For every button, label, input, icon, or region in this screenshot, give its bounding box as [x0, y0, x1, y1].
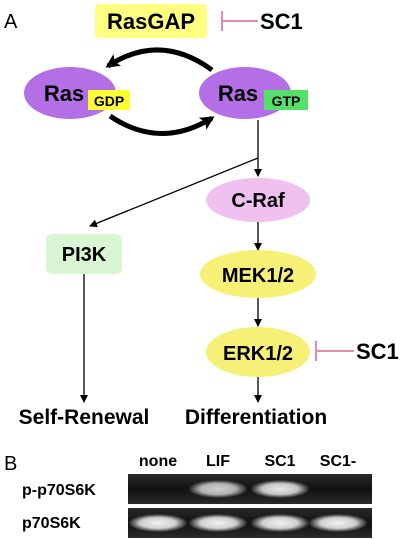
blot-band	[250, 480, 310, 498]
craf-ellipse	[206, 178, 310, 222]
blot-band	[188, 480, 248, 498]
cycle-arrow-bottom	[108, 113, 215, 136]
erk-ellipse	[206, 327, 310, 377]
outcome-self-renewal: Self-Renewal	[19, 406, 150, 429]
ras-gdp-label: Ras	[44, 81, 84, 106]
lane-label: none	[139, 453, 177, 470]
pi3k-box	[46, 234, 122, 274]
mek-label: MEK1/2	[222, 265, 294, 287]
blot-band	[308, 514, 368, 532]
gtp-badge	[264, 90, 308, 110]
mek-ellipse	[200, 250, 316, 298]
rasgap-box	[95, 4, 207, 38]
row-label-p70s6k: p70S6K	[22, 515, 81, 532]
cycle-arrow-top	[105, 47, 214, 73]
lane-labels: none LIF SC1 SC1-	[139, 453, 356, 470]
gdp-label: GDP	[94, 93, 124, 109]
sc1-inhibitor-erk: SC1	[356, 339, 399, 364]
rasgap-label: RasGAP	[107, 9, 195, 34]
panel-b-label: B	[4, 453, 17, 475]
gtp-label: GTP	[272, 93, 301, 109]
craf-label: C-Raf	[231, 190, 285, 212]
blot-band	[250, 514, 310, 532]
row-label-p-p70s6k: p-p70S6K	[22, 482, 96, 499]
arrow-to-pi3k	[89, 157, 259, 228]
panel-a-label: A	[4, 11, 18, 33]
blot-band	[188, 514, 248, 532]
sc1-inhibitor-top: SC1	[260, 9, 303, 34]
ras-gtp-label: Ras	[218, 81, 258, 106]
erk-label: ERK1/2	[223, 343, 293, 365]
outcome-differentiation: Differentiation	[185, 406, 327, 429]
blot-band	[128, 514, 188, 532]
lane-label: SC1	[264, 453, 295, 470]
gdp-badge	[88, 90, 130, 110]
pi3k-label: PI3K	[62, 244, 107, 266]
lane-label: SC1-	[320, 453, 356, 470]
lane-label: LIF	[206, 453, 230, 470]
blot-bands	[128, 480, 368, 532]
